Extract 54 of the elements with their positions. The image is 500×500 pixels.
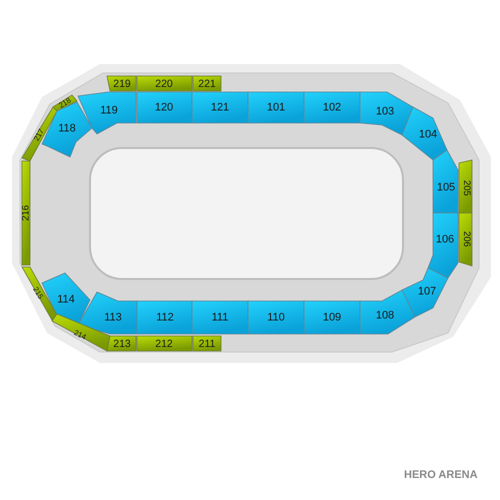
seating-section (137, 336, 192, 351)
section-number: 212 (155, 338, 173, 350)
section-number: 206 (460, 231, 470, 247)
seating-section (137, 301, 192, 334)
section-number: 108 (376, 310, 394, 322)
section-number: 211 (198, 338, 216, 350)
seating-section (192, 301, 248, 334)
venue-name: HERO ARENA (404, 470, 478, 481)
section-number: 114 (57, 294, 75, 306)
section-number: 105 (436, 182, 456, 194)
section-number: 119 (100, 106, 118, 116)
seating-section (192, 92, 248, 123)
seating-section (360, 290, 415, 334)
section-number: 220 (155, 78, 173, 90)
seating-section (402, 107, 447, 160)
seating-section (428, 213, 458, 278)
seating-section (248, 301, 304, 334)
section-number: 216 (21, 205, 31, 221)
section-number: 101 (266, 102, 286, 114)
section-number: 121 (210, 102, 230, 114)
section-number: 106 (436, 234, 454, 246)
seating-section (137, 92, 192, 123)
section-number: 221 (198, 78, 216, 90)
section-number: 109 (322, 312, 342, 324)
section-number: 104 (418, 130, 438, 140)
section-number: 118 (58, 124, 76, 134)
section-number: 205 (460, 180, 470, 196)
section-number: 102 (322, 102, 342, 114)
section-number: 107 (418, 286, 436, 298)
seating-section (304, 301, 360, 334)
section-number: 110 (267, 312, 285, 324)
seating-section (193, 336, 221, 351)
section-number: 111 (212, 312, 228, 324)
section-number: 112 (156, 312, 174, 324)
seating-section (22, 267, 57, 320)
seating-section (304, 92, 360, 123)
seating-section (360, 92, 413, 135)
section-number: 219 (113, 78, 131, 90)
section-number: 103 (376, 106, 394, 118)
seating-section (193, 76, 221, 91)
seating-section (459, 213, 472, 266)
seating-section (107, 76, 136, 91)
seating-section (78, 92, 136, 134)
seating-section (22, 161, 30, 265)
section-number: 120 (154, 102, 174, 114)
seating-section (107, 336, 136, 351)
seating-section (42, 273, 90, 325)
seating-section (402, 268, 448, 317)
seating-section (459, 160, 472, 213)
seating-section (248, 92, 304, 123)
seating-section (22, 107, 57, 161)
section-number: 113 (104, 312, 122, 324)
seating-section (137, 76, 192, 91)
section-number: 213 (113, 338, 131, 350)
